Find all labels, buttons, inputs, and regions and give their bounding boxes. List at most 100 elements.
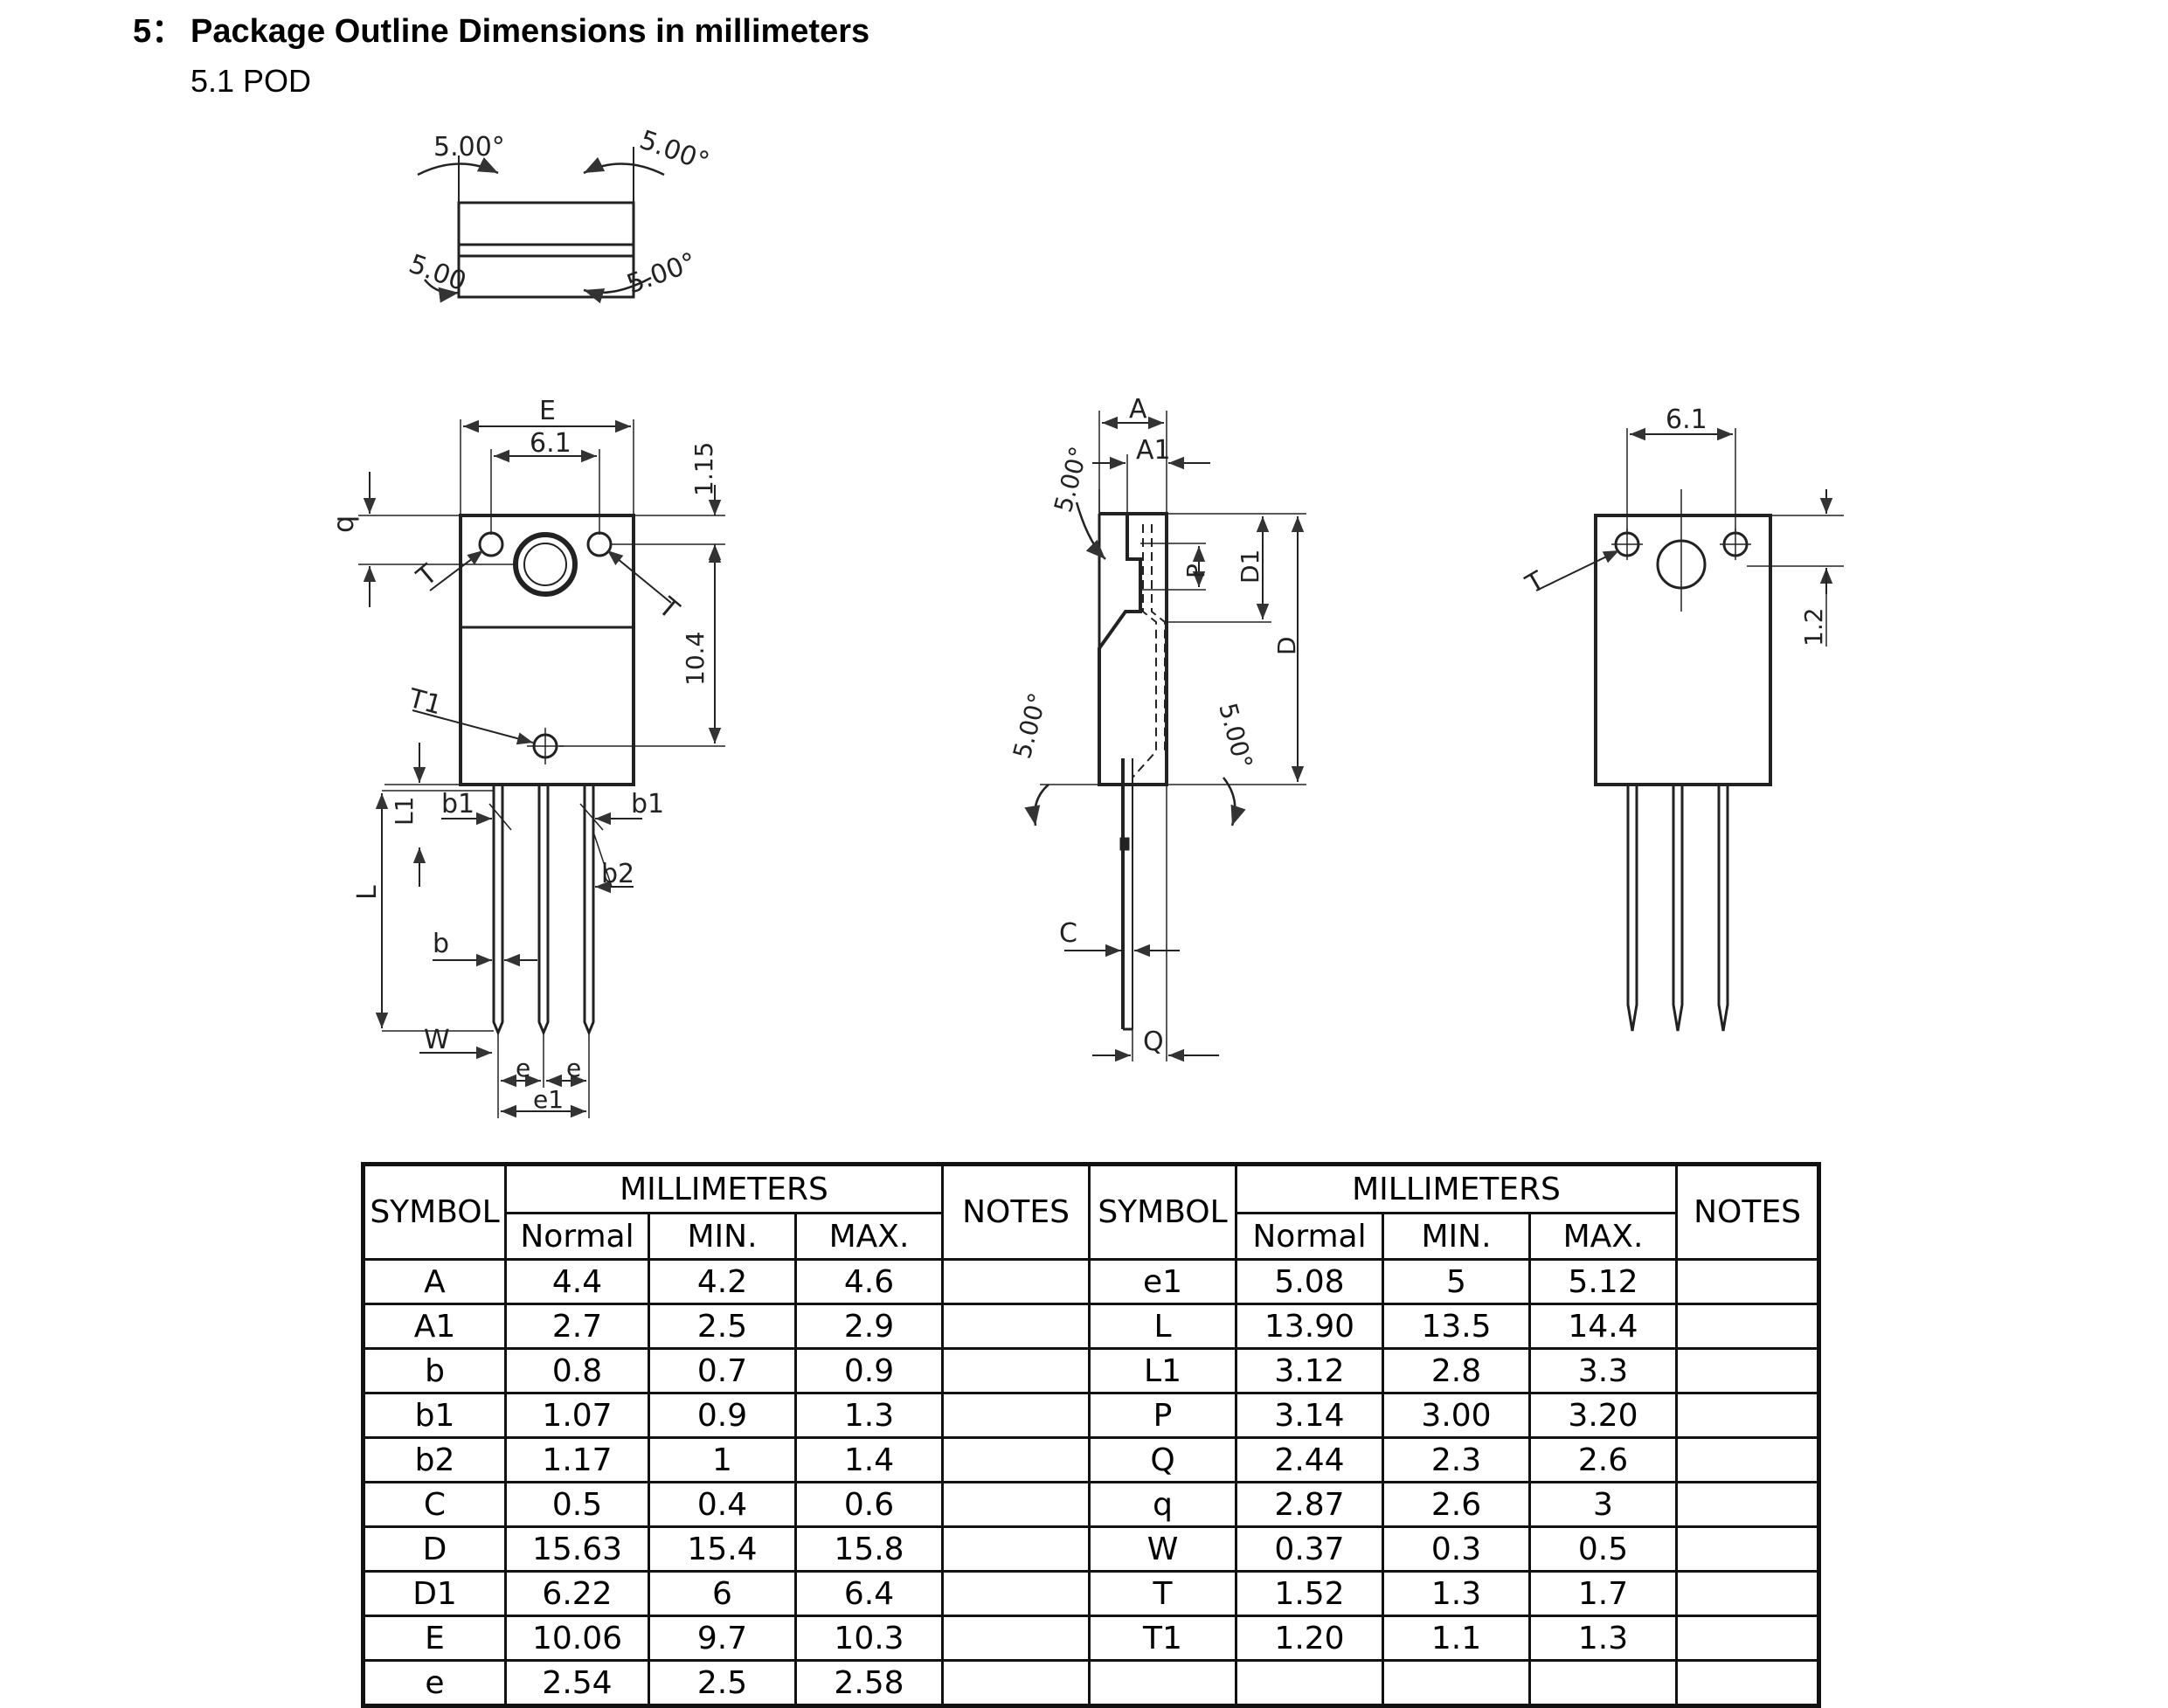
dim-label-Q: Q [1143,1027,1164,1057]
dim-label-b1-left: b1 [441,789,474,819]
side-view [1024,411,1306,1062]
normal-cell [1235,1659,1384,1707]
normal-cell: 3.12 [1235,1347,1384,1394]
table-header-row: SYMBOL MILLIMETERS NOTES SYMBOL MILLIMET… [362,1163,1820,1261]
symbol-cell: D [362,1525,507,1573]
dim-label-q: q [327,515,360,533]
header-symbol-right: SYMBOL [1088,1163,1237,1261]
min-cell: 0.4 [648,1481,797,1528]
header-millimeters-right: MILLIMETERS [1235,1163,1678,1214]
dim-label-e1: e1 [533,1085,564,1114]
dim-label-e-left: e [516,1054,530,1082]
dim-label-L: L [352,885,383,900]
dim-label-T-rear: T [1520,565,1551,600]
header-max-left: MAX. [794,1212,944,1261]
notes-cell [1675,1436,1820,1483]
min-cell: 0.3 [1382,1525,1531,1573]
section-heading: 5：Package Outline Dimensions in millimet… [133,3,869,52]
max-cell: 2.58 [794,1659,944,1707]
max-cell: 3.20 [1528,1392,1678,1439]
dim-label-T-right: T [652,591,685,626]
min-cell: 2.8 [1382,1347,1531,1394]
dim-label-1-2: 1.2 [1799,607,1828,647]
symbol-cell: P [1088,1392,1237,1439]
notes-cell [941,1347,1091,1394]
max-cell: 10.3 [794,1615,944,1662]
section-title: Package Outline Dimensions in millimeter… [190,13,870,50]
normal-cell: 15.63 [504,1525,650,1573]
normal-cell: 1.17 [504,1436,650,1483]
dimensions-table: SYMBOL MILLIMETERS NOTES SYMBOL MILLIMET… [361,1162,1821,1708]
min-cell: 1.3 [1382,1570,1531,1617]
symbol-cell: e1 [1088,1258,1237,1305]
notes-cell [941,1392,1091,1439]
header-normal-left: Normal [504,1212,650,1261]
dim-label-10-4: 10.4 [681,632,710,686]
angle-label-side-right: 5.00° [1213,700,1258,771]
normal-cell: 0.5 [504,1481,650,1528]
notes-cell [1675,1258,1820,1305]
normal-cell: 13.90 [1235,1303,1384,1350]
normal-cell: 1.07 [504,1392,650,1439]
max-cell: 15.8 [794,1525,944,1573]
notes-cell [941,1481,1091,1528]
dim-label-L1: L1 [390,797,419,826]
min-cell: 2.5 [648,1303,797,1350]
min-cell: 1.1 [1382,1615,1531,1662]
subsection-heading: 5.1 POD [190,63,312,99]
normal-cell: 2.87 [1235,1481,1384,1528]
symbol-cell: D1 [362,1570,507,1617]
normal-cell: 4.4 [504,1258,650,1305]
notes-cell [941,1525,1091,1573]
max-cell: 5.12 [1528,1258,1678,1305]
dim-label-6-1-front: 6.1 [530,428,571,459]
normal-cell: 10.06 [504,1615,650,1662]
dim-label-e-right: e [566,1054,581,1082]
notes-cell [1675,1303,1820,1350]
notes-cell [941,1436,1091,1483]
header-symbol-left: SYMBOL [362,1163,507,1261]
dim-label-E: E [539,396,556,426]
symbol-cell: C [362,1481,507,1528]
symbol-cell: L1 [1088,1347,1237,1394]
max-cell: 1.3 [1528,1615,1678,1662]
normal-cell: 0.8 [504,1347,650,1394]
header-millimeters-left: MILLIMETERS [504,1163,944,1214]
rear-view [1535,427,1844,1032]
normal-cell: 1.20 [1235,1615,1384,1662]
min-cell: 0.7 [648,1347,797,1394]
min-cell: 5 [1382,1258,1531,1305]
max-cell: 3.3 [1528,1347,1678,1394]
symbol-cell: W [1088,1525,1237,1573]
symbol-cell: b1 [362,1392,507,1439]
header-min-right: MIN. [1382,1212,1531,1261]
dim-label-P: P [1181,564,1210,578]
symbol-cell: A [362,1258,507,1305]
dim-label-b1-right: b1 [631,789,664,819]
min-cell: 0.9 [648,1392,797,1439]
normal-cell: 2.54 [504,1659,650,1707]
section-number: 5： [133,13,185,50]
angle-label-side-left: 5.00° [1008,690,1053,762]
dim-label-b2: b2 [601,859,634,889]
notes-cell [1675,1392,1820,1439]
notes-cell [1675,1481,1820,1528]
max-cell: 3 [1528,1481,1678,1528]
dim-label-D: D [1272,636,1301,655]
dim-label-C: C [1059,918,1077,949]
min-cell: 15.4 [648,1525,797,1573]
angle-label-top-left: 5.00° [433,132,505,163]
normal-cell: 2.44 [1235,1436,1384,1483]
angle-label-top-right: 5.00° [635,125,713,178]
header-notes-right: NOTES [1675,1163,1820,1261]
notes-cell [1675,1347,1820,1394]
dim-label-b: b [433,929,449,959]
